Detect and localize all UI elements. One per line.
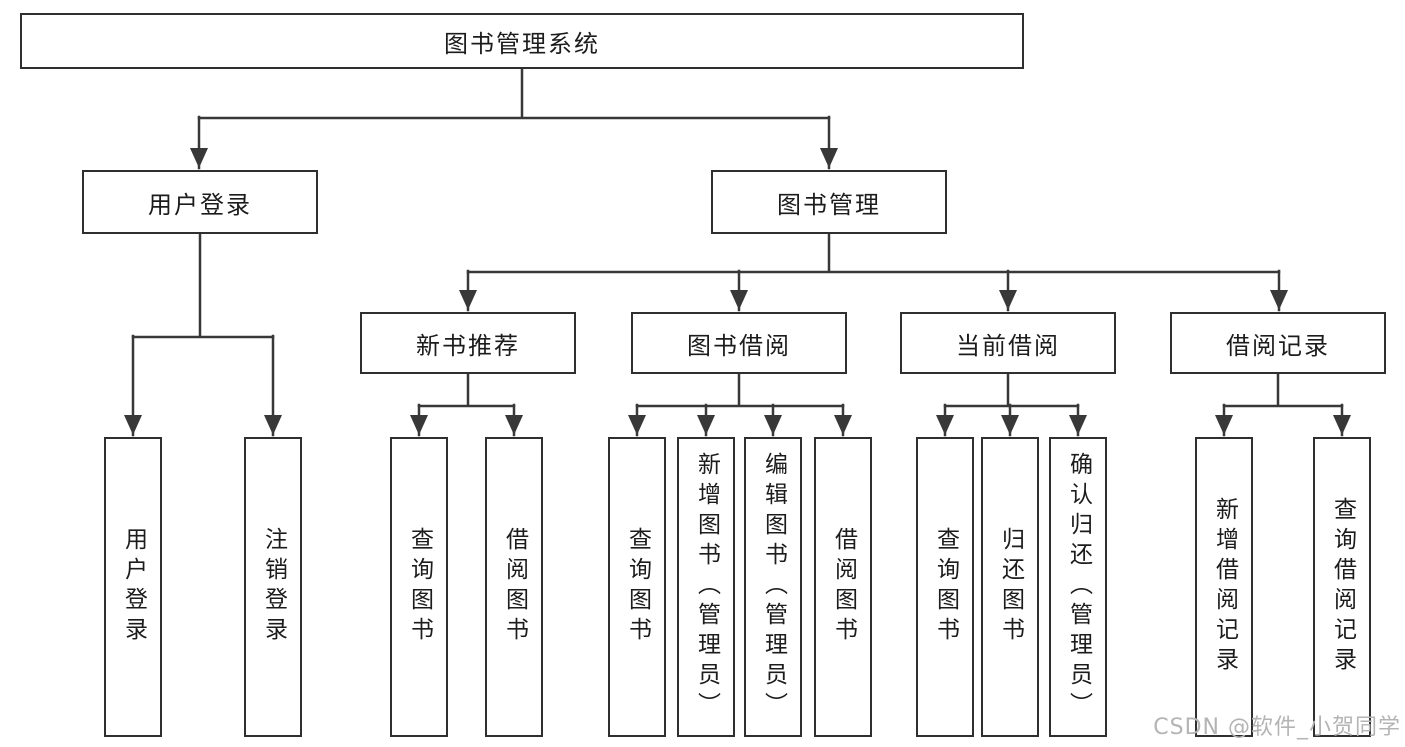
leaf-return-books-label: 归还图书 [997, 527, 1024, 647]
leaf-edit-books-admin: 编辑图书（管理员） [744, 437, 802, 737]
leaf-user-login-label: 用户登录 [120, 527, 147, 647]
leaf-borrow-books-2-label: 借阅图书 [830, 527, 857, 647]
leaf-edit-books-admin-label: 编辑图书（管理员） [760, 452, 787, 722]
leaf-borrow-books-2: 借阅图书 [814, 437, 872, 737]
node-book-management: 图书管理 [711, 170, 947, 234]
leaf-confirm-return-admin-label: 确认归还（管理员） [1065, 452, 1092, 722]
leaf-borrow-books-1-label: 借阅图书 [501, 527, 528, 647]
leaf-query-borrow-record: 查询借阅记录 [1313, 437, 1371, 737]
leaf-logout-label: 注销登录 [260, 527, 287, 647]
leaf-query-books-3-label: 查询图书 [932, 527, 959, 647]
leaf-query-books-1: 查询图书 [390, 437, 448, 737]
node-book-borrow: 图书借阅 [631, 312, 847, 374]
leaf-add-books-admin-label: 新增图书（管理员） [693, 452, 720, 722]
node-new-book-recommend: 新书推荐 [360, 312, 576, 374]
node-borrow-records: 借阅记录 [1170, 312, 1386, 374]
leaf-confirm-return-admin: 确认归还（管理员） [1049, 437, 1107, 737]
leaf-logout: 注销登录 [244, 437, 302, 737]
leaf-query-books-1-label: 查询图书 [406, 527, 433, 647]
leaf-query-books-2: 查询图书 [608, 437, 666, 737]
leaf-query-books-3: 查询图书 [916, 437, 974, 737]
leaf-add-books-admin: 新增图书（管理员） [677, 437, 735, 737]
watermark-csdn: CSDN @软件_小贺同学 [1153, 715, 1401, 740]
leaf-user-login: 用户登录 [104, 437, 162, 737]
leaf-query-books-2-label: 查询图书 [624, 527, 651, 647]
leaf-return-books: 归还图书 [981, 437, 1039, 737]
leaf-query-borrow-record-label: 查询借阅记录 [1329, 497, 1356, 677]
leaf-borrow-books-1: 借阅图书 [485, 437, 543, 737]
node-current-borrow: 当前借阅 [900, 312, 1116, 374]
node-user-login: 用户登录 [82, 170, 318, 234]
node-library-management-system: 图书管理系统 [20, 13, 1024, 69]
leaf-add-borrow-record-label: 新增借阅记录 [1211, 497, 1238, 677]
leaf-add-borrow-record: 新增借阅记录 [1195, 437, 1253, 737]
